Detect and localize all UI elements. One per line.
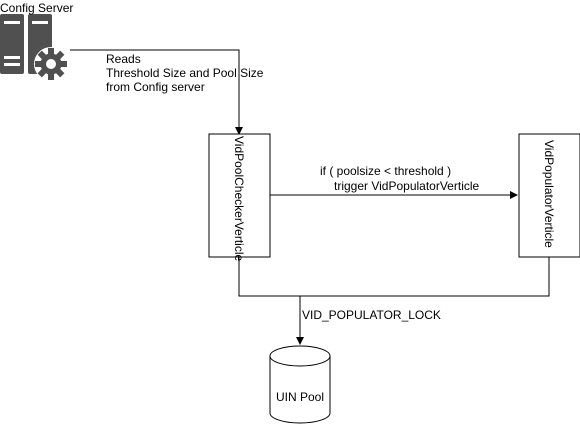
- database-cylinder-icon: [269, 345, 331, 424]
- edge-label-line: from Config server: [106, 80, 205, 94]
- populator-verticle-label: VidPopulatorVerticle: [542, 140, 556, 248]
- populator-verticle-box: [518, 133, 580, 258]
- edge-label-line: trigger VidPopulatorVerticle: [334, 179, 480, 193]
- config-to-checker-label: Reads Threshold Size and Pool Size from …: [106, 52, 264, 94]
- edge-label-line: if ( poolsize < threshold ): [320, 164, 451, 178]
- checker-to-pool-edge: [238, 257, 304, 345]
- checker-to-populator-label: if ( poolsize < threshold ) trigger VidP…: [320, 164, 480, 193]
- server-gear-icon: [0, 14, 68, 81]
- config-to-checker-edge: [70, 49, 243, 135]
- lock-label: VID_POPULATOR_LOCK: [302, 308, 441, 322]
- config-server-label: Config Server: [0, 1, 73, 15]
- populator-to-pool-edge: [300, 257, 550, 297]
- checker-verticle-label: VidPoolCheckerVerticle: [232, 136, 246, 262]
- uin-pool-label: UIN Pool: [276, 390, 324, 404]
- edge-label-line: Threshold Size and Pool Size: [106, 66, 264, 80]
- edge-label-line: Reads: [106, 52, 141, 66]
- checker-verticle-box: [208, 133, 271, 258]
